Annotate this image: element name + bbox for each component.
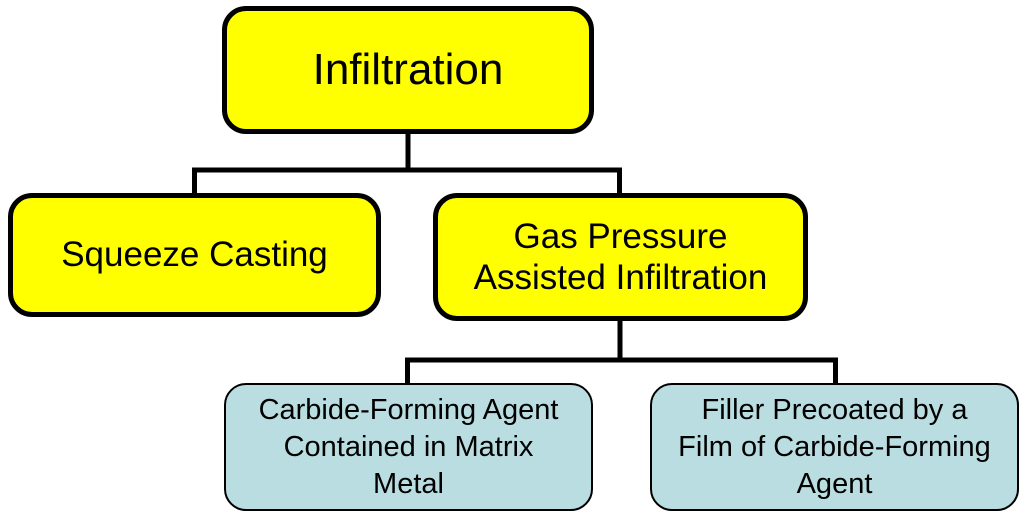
node-gas-pressure-label-line-1: Gas Pressure <box>513 217 728 256</box>
node-carbide-agent-label-line-3: Metal <box>373 467 444 500</box>
node-gas-pressure-assisted-infiltration: Gas Pressure Assisted Infiltration <box>433 193 808 321</box>
node-carbide-agent-label-line-2: Contained in Matrix <box>283 430 534 463</box>
node-filler-precoated-label-line-3: Agent <box>796 467 873 500</box>
node-carbide-agent-label-line-1: Carbide-Forming Agent <box>258 393 559 426</box>
node-infiltration-label: Infiltration <box>312 45 504 94</box>
node-gas-pressure-label-line-2: Assisted Infiltration <box>473 258 768 297</box>
node-filler-precoated-label-line-1: Filler Precoated by a <box>701 393 968 426</box>
node-squeeze-casting: Squeeze Casting <box>8 193 381 317</box>
node-filler-precoated-carbide-film: Filler Precoated by a Film of Carbide-Fo… <box>650 383 1019 511</box>
node-carbide-forming-agent-in-matrix: Carbide-Forming Agent Contained in Matri… <box>224 383 593 511</box>
node-filler-precoated-label-line-2: Film of Carbide-Forming <box>678 430 991 463</box>
node-infiltration: Infiltration <box>222 6 594 134</box>
node-squeeze-casting-label: Squeeze Casting <box>61 235 328 274</box>
